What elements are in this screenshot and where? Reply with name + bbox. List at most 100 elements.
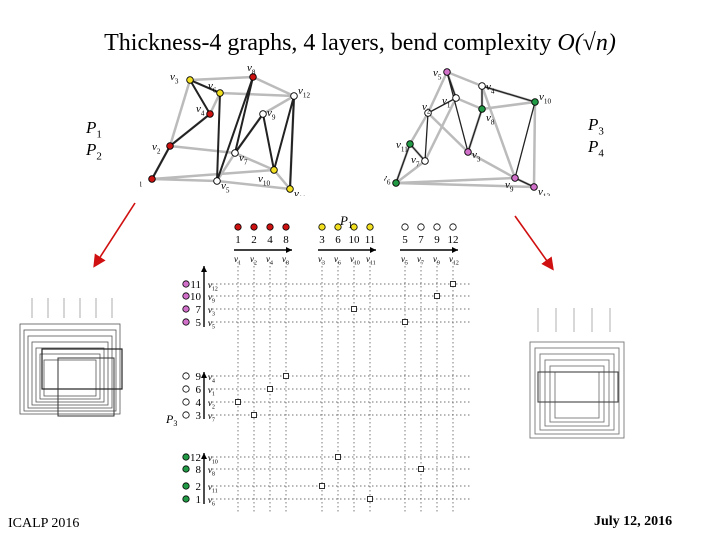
right-graph-vertex — [478, 105, 486, 113]
path-label-p1: P1 — [86, 118, 102, 141]
right-graph: v5v4v1v10v2v8v11v3v7v6v9v12 — [384, 67, 551, 196]
left-graph-vertex — [286, 185, 294, 193]
thumb-bend-edge — [549, 365, 605, 423]
grid-top-vertex-label: v2 — [250, 254, 257, 267]
right-graph-edge — [480, 85, 517, 179]
grid-top-vertex-label: v8 — [282, 254, 289, 267]
grid-vertex-point — [319, 483, 325, 489]
axis-arrow-group3-head — [452, 247, 458, 253]
thumb-bend-edge — [19, 323, 121, 415]
left-graph-vertex-label: v11 — [294, 188, 306, 196]
right-graph-vertex-label: v12 — [538, 186, 550, 196]
right-graph-vertex-label: v4 — [486, 81, 495, 95]
grid-top-vertex-dot — [282, 223, 290, 231]
axis-arrow-group2-head — [370, 247, 376, 253]
left-graph-vertex — [249, 73, 257, 81]
grid-top-vertex-dot — [266, 223, 274, 231]
thumb-bend-edge — [534, 347, 620, 435]
grid-left-vertex-dot — [182, 453, 190, 461]
left-graph-vertex-label: v7 — [239, 152, 248, 166]
right-graph-edge — [395, 176, 516, 185]
grid-left-vertex-dot — [182, 292, 190, 300]
grid-top-vertex-dot — [334, 223, 342, 231]
left-graph-edge — [262, 94, 295, 116]
right-graph-edge — [532, 101, 537, 188]
right-graph-vertex-label: v3 — [472, 149, 481, 163]
right-graph-path — [395, 71, 536, 188]
grid-left-vertex-dot — [182, 495, 190, 503]
grid-left-vertex-dot — [182, 318, 190, 326]
grid-left-number: 2 — [196, 481, 202, 493]
thumb-bend-edge — [41, 348, 123, 390]
right-graph-vertex — [443, 68, 451, 76]
axis-arrow-row1-head — [201, 266, 207, 272]
grid-left-vertex-label: v12 — [208, 280, 218, 293]
left-graph-vertex — [166, 142, 174, 150]
grid-top-vertex-label: v5 — [401, 254, 408, 267]
grid-top-vertex-dot — [449, 223, 457, 231]
left-graph-vertex-label: v1 — [140, 174, 143, 188]
thumb-bend-edge — [35, 347, 105, 403]
left-graph-vertex-label: v8 — [247, 66, 256, 76]
grid-vertex-point — [402, 319, 408, 325]
right-graph-vertex-label: v2 — [422, 101, 431, 115]
grid-vertex-point — [251, 412, 257, 418]
grid-left-vertex-label: v2 — [208, 398, 215, 411]
axis-arrow-row2-head — [201, 372, 207, 378]
left-graph-vertex-label: v3 — [170, 71, 179, 85]
left-graph-edge — [151, 168, 275, 181]
right-graph-vertex-label: v1 — [442, 95, 451, 109]
left-graph-edge — [169, 144, 236, 155]
grid-left-vertex-dot — [182, 280, 190, 288]
grid-top-number: 9 — [434, 234, 440, 246]
grid-top-vertex-dot — [401, 223, 409, 231]
left-graph-vertex — [216, 89, 224, 97]
right-thumbnail — [508, 302, 632, 442]
right-graph-vertices: v5v4v1v10v2v8v11v3v7v6v9v12 — [384, 67, 551, 196]
left-graph: v1v2v3v4v5v6v7v8v9v10v11v12 — [140, 66, 310, 196]
left-graph-edge — [219, 91, 295, 98]
grid-points — [235, 281, 456, 502]
right-graph-vertex-label: v8 — [486, 112, 495, 126]
right-graph-edge — [426, 71, 449, 114]
grid-top-number: 2 — [251, 234, 257, 246]
grid-top-number: 4 — [267, 234, 273, 246]
right-graph-vertex — [392, 179, 400, 187]
left-graph-edge — [168, 79, 192, 147]
left-graph-vertex-label: v10 — [258, 173, 270, 187]
right-graph-edge — [427, 112, 469, 153]
left-graph-vertex-label: v9 — [267, 107, 276, 121]
right-graph-vertex-label: v7 — [411, 154, 420, 168]
footer-conference: ICALP 2016 — [8, 516, 80, 531]
right-graph-vertex — [531, 98, 539, 106]
grid-top-number: 6 — [335, 234, 341, 246]
grid-left-vertex-label: v3 — [208, 305, 215, 318]
title-accent: O(√n) — [557, 30, 616, 56]
left-graph-edge — [273, 169, 291, 190]
grid-left-vertex-dot — [182, 482, 190, 490]
grid-left-number: 10 — [190, 291, 202, 303]
right-graph-hamiltonian-path — [395, 71, 536, 188]
right-graph-edge — [408, 112, 430, 145]
grid-left-number: 6 — [196, 384, 202, 396]
grid-vertex-point — [450, 281, 456, 287]
grid-left-vertex-label: v4 — [208, 372, 215, 385]
thumb-bend-edge — [539, 353, 615, 431]
right-graph-vertex — [424, 109, 432, 117]
right-graph-edges — [394, 70, 537, 189]
grid-vertex-point — [267, 386, 273, 392]
right-graph-vertex — [464, 148, 472, 156]
thumb-bend-edge — [31, 341, 109, 406]
right-graph-vertex — [406, 140, 414, 148]
grid-left-number: 12 — [190, 452, 201, 464]
arrow-right — [514, 215, 554, 271]
grid-left-vertex-dot — [182, 305, 190, 313]
grid-top-number: 5 — [402, 234, 408, 246]
right-graph-vertex — [452, 94, 460, 102]
grid-left-number: 5 — [196, 317, 202, 329]
grid-top-number: 11 — [365, 234, 376, 246]
left-graph-vertices: v1v2v3v4v5v6v7v8v9v10v11v12 — [140, 66, 310, 196]
right-graph-vertex-label: v10 — [539, 91, 551, 105]
grid-top-vertex-label: v12 — [449, 254, 459, 267]
